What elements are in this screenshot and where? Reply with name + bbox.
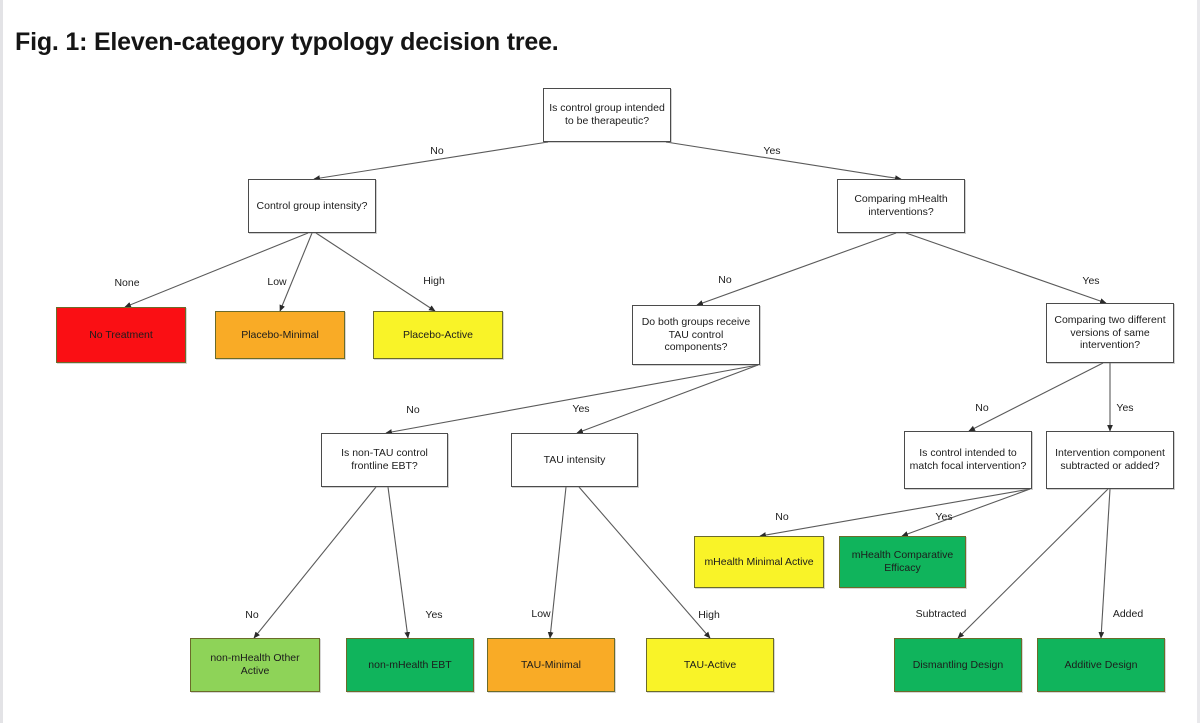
node-label: Is non-TAU control frontline EBT? [341, 447, 428, 472]
decision-node-comp_sub_add: Intervention component subtracted or add… [1046, 431, 1174, 489]
node-label: mHealth Comparative Efficacy [851, 549, 954, 574]
edge-cg_intensity-to-placebo_minimal [279, 232, 313, 312]
edge-comp_sub_add-to-dismantling_design [957, 488, 1109, 639]
edge-label-tau_both-to-tau_intensity: Yes [572, 403, 590, 415]
node-label: Dismantling Design [912, 658, 1004, 671]
node-label: TAU-Minimal [521, 658, 581, 671]
edge-match_focal-to-mhealth_comp_efficacy [901, 488, 1031, 537]
node-label: Placebo-Active [402, 328, 474, 341]
edge-cg_intensity-to-no_treatment [124, 232, 309, 308]
node-label: Comparing two different versions of same… [1054, 313, 1166, 352]
leaf-node-mhealth_minimal_active: mHealth Minimal Active [694, 536, 824, 588]
leaf-node-placebo_active: Placebo-Active [373, 311, 503, 359]
edge-label-tau_both-to-nontau_ebt: No [406, 404, 420, 416]
node-label: Do both groups receive TAU control compo… [641, 315, 751, 354]
edge-label-nontau_ebt-to-non_mhealth_other_active: No [245, 609, 259, 621]
edge-two_versions-to-match_focal [968, 362, 1104, 432]
edge-nontau_ebt-to-non_mhealth_ebt [387, 486, 411, 639]
leaf-node-no_treatment: No Treatment [56, 307, 186, 363]
edge-label-cg_intensity-to-placebo_active: High [423, 275, 445, 287]
edge-comp_sub_add-to-additive_design [1098, 488, 1111, 639]
edge-label-comp_sub_add-to-additive_design: Added [1112, 608, 1144, 620]
decision-node-match_focal: Is control intended to match focal inter… [904, 431, 1032, 489]
edge-tau_intensity-to-tau_active [578, 486, 711, 639]
decision-node-tau_intensity: TAU intensity [511, 433, 638, 487]
decision-node-root: Is control group intended to be therapeu… [543, 88, 671, 142]
decision-node-cg_intensity: Control group intensity? [248, 179, 376, 233]
node-label: Is control intended to match focal inter… [909, 447, 1027, 472]
leaf-node-non_mhealth_other_active: non-mHealth Other Active [190, 638, 320, 692]
leaf-node-non_mhealth_ebt: non-mHealth EBT [346, 638, 474, 692]
leaf-node-tau_active: TAU-Active [646, 638, 774, 692]
edge-tau_both-to-nontau_ebt [385, 364, 759, 435]
edge-root-to-cmp_mhealth [665, 141, 902, 181]
edge-label-two_versions-to-match_focal: No [975, 402, 989, 414]
node-label: TAU-Active [683, 658, 737, 671]
node-label: mHealth Minimal Active [704, 555, 814, 568]
edge-tau_both-to-tau_intensity [576, 364, 759, 434]
edge-label-tau_intensity-to-tau_minimal: Low [531, 608, 551, 620]
node-label: Control group intensity? [256, 199, 368, 212]
decision-node-tau_both: Do both groups receive TAU control compo… [632, 305, 760, 365]
edge-label-root-to-cmp_mhealth: Yes [763, 145, 781, 157]
edge-cmp_mhealth-to-tau_both [696, 232, 897, 306]
edge-label-cmp_mhealth-to-two_versions: Yes [1082, 275, 1100, 287]
edge-cg_intensity-to-placebo_active [315, 232, 436, 312]
leaf-node-additive_design: Additive Design [1037, 638, 1165, 692]
leaf-node-placebo_minimal: Placebo-Minimal [215, 311, 345, 359]
edge-label-match_focal-to-mhealth_minimal_active: No [775, 511, 789, 523]
node-label: Intervention component subtracted or add… [1055, 447, 1165, 472]
edge-match_focal-to-mhealth_minimal_active [759, 488, 1031, 538]
node-label: TAU intensity [543, 453, 606, 466]
edge-cmp_mhealth-to-two_versions [905, 232, 1107, 304]
decision-tree-canvas: Is control group intended to be therapeu… [3, 0, 1200, 723]
node-label: Additive Design [1064, 658, 1138, 671]
edge-label-two_versions-to-comp_sub_add: Yes [1116, 402, 1134, 414]
node-label: Placebo-Minimal [241, 328, 319, 341]
leaf-node-tau_minimal: TAU-Minimal [487, 638, 615, 692]
edge-label-match_focal-to-mhealth_comp_efficacy: Yes [935, 511, 953, 523]
edge-label-cg_intensity-to-placebo_minimal: Low [267, 276, 287, 288]
edge-label-cmp_mhealth-to-tau_both: No [718, 274, 732, 286]
node-label: Is control group intended to be therapeu… [549, 102, 665, 127]
edge-tau_intensity-to-tau_minimal [547, 486, 567, 639]
edge-label-root-to-cg_intensity: No [430, 145, 444, 157]
edge-nontau_ebt-to-non_mhealth_other_active [253, 486, 377, 639]
edge-label-nontau_ebt-to-non_mhealth_ebt: Yes [425, 609, 443, 621]
decision-node-cmp_mhealth: Comparing mHealth interventions? [837, 179, 965, 233]
edge-label-comp_sub_add-to-dismantling_design: Subtracted [915, 608, 967, 620]
node-label: Comparing mHealth interventions? [854, 193, 948, 218]
decision-node-two_versions: Comparing two different versions of same… [1046, 303, 1174, 363]
edge-label-tau_intensity-to-tau_active: High [698, 609, 720, 621]
leaf-node-dismantling_design: Dismantling Design [894, 638, 1022, 692]
node-label: No Treatment [89, 328, 153, 341]
figure-title: Fig. 1: Eleven-category typology decisio… [15, 28, 559, 56]
node-label: non-mHealth Other Active [210, 652, 300, 677]
decision-node-nontau_ebt: Is non-TAU control frontline EBT? [321, 433, 448, 487]
leaf-node-mhealth_comp_efficacy: mHealth Comparative Efficacy [839, 536, 966, 588]
edge-label-cg_intensity-to-no_treatment: None [114, 277, 140, 289]
node-label: non-mHealth EBT [368, 658, 452, 671]
